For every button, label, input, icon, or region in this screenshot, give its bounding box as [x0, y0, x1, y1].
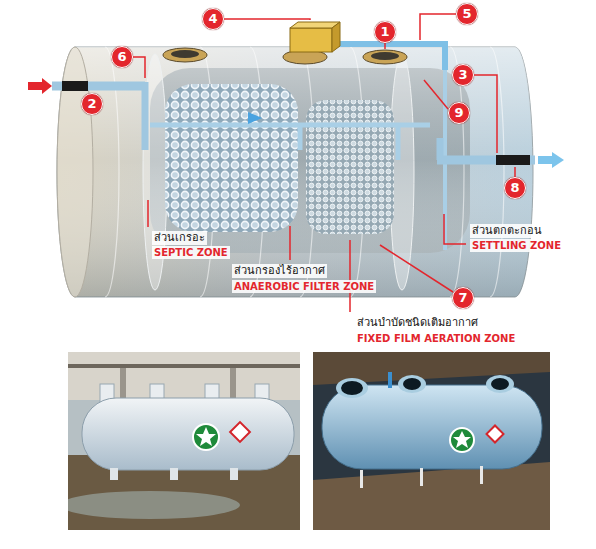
- manhole-opening: [171, 50, 199, 58]
- photo-tank-daylight: [68, 352, 300, 530]
- zone-name-english: FIXED FILM AERATION ZONE: [355, 332, 517, 345]
- photo-tank-trench: [313, 352, 550, 530]
- zone-name-english: SETTLING ZONE: [470, 239, 563, 252]
- leader-line: [474, 75, 497, 153]
- air-pipe: [332, 44, 445, 70]
- manhole-opening: [371, 52, 399, 60]
- manhole: [363, 50, 407, 64]
- filter-media: [165, 84, 298, 232]
- tank-ribs: [105, 47, 504, 297]
- leader-line: [420, 14, 456, 40]
- stake: [420, 468, 423, 486]
- inlet-pipe: [52, 82, 145, 91]
- callout-number: 9: [448, 102, 470, 124]
- outlet-arrow: [538, 152, 564, 168]
- zone-name-thai: ส่วนกรองไร้อากาศ: [232, 264, 327, 278]
- pipe-coupling: [62, 81, 88, 91]
- tank-leg: [230, 468, 238, 480]
- callout-number: 3: [452, 64, 474, 86]
- leader-line: [133, 57, 145, 78]
- zone-name-english: SEPTIC ZONE: [152, 246, 230, 259]
- callout-number: 8: [504, 177, 526, 199]
- logo-star: [196, 427, 216, 446]
- pipe-tee: [298, 125, 303, 150]
- tank-opening-rim: [336, 378, 368, 398]
- air-blower-side: [332, 22, 340, 52]
- puddle: [68, 491, 240, 519]
- fixed-film-media: [306, 100, 394, 234]
- leader-line: [349, 240, 351, 312]
- stake: [480, 466, 483, 484]
- callout-number: 2: [81, 93, 103, 115]
- leader-line: [424, 80, 448, 109]
- transfer-pipe: [150, 123, 430, 128]
- callout-number: 5: [456, 3, 478, 25]
- leader-line: [289, 226, 291, 260]
- tank-leg: [110, 468, 118, 480]
- pipe-stub: [388, 372, 392, 388]
- callout-number: 6: [111, 46, 133, 68]
- leader-line: [384, 43, 386, 49]
- zone-name-thai: ส่วนตกตะกอน: [470, 224, 544, 238]
- photo-background: [313, 352, 550, 530]
- stake: [360, 470, 363, 488]
- tank-leg: [170, 468, 178, 480]
- inlet-arrow: [28, 78, 52, 94]
- tank-opening-rim: [486, 375, 514, 393]
- pipe-tee: [396, 125, 401, 160]
- brand-logo: [193, 424, 219, 450]
- outlet-pipe: [437, 156, 535, 165]
- tank-opening-rim: [398, 375, 426, 393]
- leader-lines: [133, 14, 515, 312]
- leader-line: [444, 214, 466, 244]
- pipe-coupling: [496, 155, 530, 165]
- tank-illustration: [28, 22, 564, 297]
- hazard-sign: [487, 426, 504, 443]
- tank-opening: [491, 378, 509, 390]
- zone-name-thai: ส่วนเกรอะ: [152, 231, 207, 245]
- tank-end-cap: [57, 47, 93, 297]
- tank-opening: [403, 378, 421, 390]
- trench-floor: [313, 462, 550, 530]
- logo-star: [453, 431, 471, 448]
- zone-name-english: ANAEROBIC FILTER ZONE: [232, 280, 376, 293]
- air-blower: [290, 28, 332, 52]
- callout-number: 7: [452, 287, 474, 309]
- manhole: [163, 48, 207, 62]
- flow-arrow: [248, 112, 262, 124]
- inlet-tee: [142, 82, 149, 150]
- photo-tank: [82, 398, 294, 470]
- building-eave: [68, 364, 300, 368]
- leader-line: [380, 245, 453, 292]
- manholes: [163, 48, 407, 64]
- zone-name-thai: ส่วนบำบัดชนิดเติมอากาศ: [355, 316, 480, 330]
- hazard-sign: [230, 422, 250, 442]
- callout-number: 1: [374, 21, 396, 43]
- callout-number: 4: [202, 8, 224, 30]
- leader-line: [224, 19, 310, 20]
- leader-line: [514, 167, 516, 177]
- brand-logo: [450, 428, 474, 452]
- leader-line: [147, 200, 149, 227]
- tank-opening: [341, 381, 363, 395]
